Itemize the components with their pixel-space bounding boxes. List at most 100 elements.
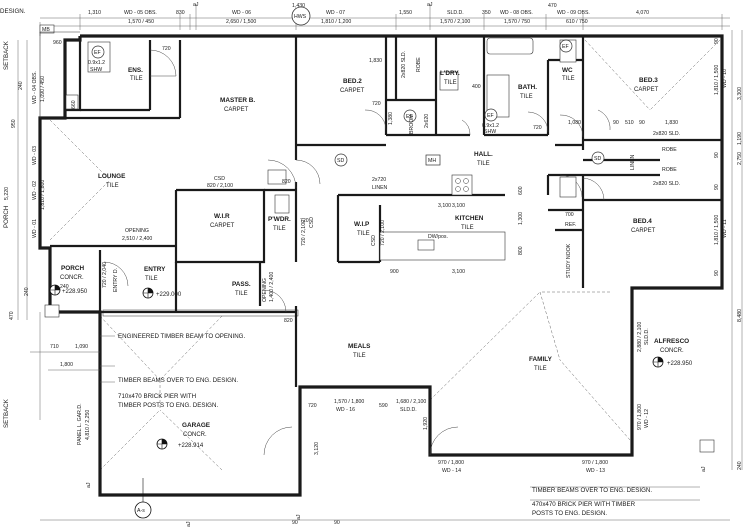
ensuite-vanity bbox=[65, 94, 79, 110]
dim-label: CSD bbox=[371, 235, 377, 246]
dim-label: 830 bbox=[176, 10, 185, 16]
dim-label: 820 bbox=[284, 318, 293, 324]
room-finish: CONCR. bbox=[60, 275, 84, 281]
dim-label: 1,090 bbox=[75, 344, 88, 350]
exhaust-fan-icon bbox=[403, 109, 417, 123]
door-swings bbox=[103, 49, 611, 456]
dim-label: 4,070 bbox=[636, 10, 649, 16]
dim-label: 720 bbox=[308, 403, 317, 409]
section-label: A-s bbox=[137, 508, 145, 514]
window-label: WD - 03 bbox=[32, 146, 38, 165]
note-text: TIMBER BEAMS OVER TO ENG. DESIGN. bbox=[118, 377, 238, 384]
note-text: 710x470 BRICK PIER WITH bbox=[118, 393, 196, 400]
dim-label: 1,430 bbox=[292, 3, 305, 9]
dim-label: REF. bbox=[565, 222, 576, 228]
door-label: SLD.D. bbox=[400, 407, 417, 413]
dim-label: 1,830 bbox=[665, 120, 678, 126]
dim-label: 2,510 / 2,400 bbox=[122, 236, 152, 242]
door-label: SLD.D. bbox=[644, 328, 650, 345]
room-name: WC bbox=[562, 67, 573, 74]
dim-label: 240 bbox=[60, 284, 69, 290]
room-finish: TILE bbox=[106, 183, 119, 189]
dim-label: 660 bbox=[71, 100, 77, 109]
hob-burner bbox=[455, 186, 461, 192]
badge-label: EF bbox=[562, 44, 569, 50]
dim-label: 0.9x1.2 bbox=[88, 60, 105, 66]
dim-label: 90 bbox=[714, 38, 720, 44]
window-label: WD - 12 bbox=[644, 409, 650, 428]
dim-label: 2,650 / 1,500 bbox=[226, 19, 256, 25]
dim-label: 900 bbox=[390, 269, 399, 275]
room-finish: TILE bbox=[562, 76, 575, 82]
porch-dim-label: 5,220 bbox=[4, 187, 10, 200]
dim-label: 800 bbox=[518, 246, 524, 255]
brick-pier-alfresco bbox=[699, 439, 715, 453]
room-name: KITCHEN bbox=[455, 215, 484, 222]
dim-label: ROBE bbox=[416, 57, 422, 72]
dim-label: 8,480 bbox=[737, 309, 743, 322]
dim-label: WD - 09 OBS. bbox=[557, 10, 590, 16]
notes: ENGINEERED TIMBER BEAM TO OPENING. TIMBE… bbox=[30, 312, 700, 517]
room-finish: TILE bbox=[520, 94, 533, 100]
dim-label: ROBE bbox=[662, 147, 677, 153]
dim-label: WD - 06 bbox=[232, 10, 251, 16]
room-finish: TILE bbox=[130, 76, 143, 82]
window-label: WD - 04 OBS. bbox=[32, 71, 38, 104]
room-finish: CARPET bbox=[634, 87, 659, 93]
dim-label: 1,570 / 2,100 bbox=[440, 19, 470, 25]
dim-label: LINEN bbox=[630, 154, 636, 170]
window-label: WD - 11 bbox=[722, 219, 728, 238]
dim-label: BROOM bbox=[409, 114, 415, 134]
exhaust-fan-icon bbox=[484, 108, 498, 122]
exhaust-fan-icon bbox=[91, 45, 105, 59]
room-finish: CONCR. bbox=[660, 348, 684, 354]
room-name: HALL. bbox=[474, 151, 493, 158]
dim-label: CSD bbox=[309, 217, 315, 228]
dim-label: 2,750 bbox=[737, 152, 743, 165]
aj-label: aJ bbox=[427, 2, 433, 8]
room-finish: TILE bbox=[477, 161, 490, 167]
dim-label: 1,380 bbox=[388, 112, 394, 125]
dim-label: SLD.D. bbox=[447, 10, 464, 16]
porch-side-label: PORCH bbox=[3, 206, 10, 228]
note-text: TIMBER BEAMS OVER TO ENG. DESIGN. bbox=[532, 487, 652, 494]
room-finish: CARPET bbox=[340, 88, 365, 94]
hws-badge: HWS bbox=[291, 6, 311, 26]
door-label: 2,880 / 2,100 bbox=[637, 322, 643, 352]
dim-label: 610 / 750 bbox=[566, 19, 588, 25]
dim-label: WD - 05 OBS. bbox=[124, 10, 157, 16]
dim-label: 1,550 bbox=[399, 10, 412, 16]
side-950-label: 950 bbox=[11, 119, 17, 128]
room-name: BED.2 bbox=[343, 78, 362, 85]
badge-label: EF bbox=[487, 113, 494, 119]
bath-tub bbox=[486, 37, 534, 55]
exterior-walls bbox=[38, 31, 724, 497]
hob-burner bbox=[455, 178, 461, 184]
window-label: WD - 14 bbox=[442, 468, 461, 474]
design-edge-label: DESIGN. bbox=[0, 8, 26, 15]
room-finish: CONCR. bbox=[183, 432, 207, 438]
setback-bottom-label: SETBACK bbox=[3, 398, 10, 428]
dim-label: OPENING bbox=[125, 228, 149, 234]
dim-label: 2x720 bbox=[372, 177, 386, 183]
dim-label: 3,100 bbox=[452, 203, 465, 209]
dim-label: 720 / 2,100 bbox=[380, 220, 386, 246]
dim-label: 90 bbox=[714, 184, 720, 190]
fridge-recess bbox=[559, 176, 577, 198]
dim-label: 600 bbox=[518, 186, 524, 195]
dim-label: 2x620 bbox=[424, 114, 430, 128]
room-name: FAMILY bbox=[529, 356, 553, 363]
dim-label: 720 bbox=[300, 218, 309, 224]
dim-label: LINEN bbox=[372, 185, 388, 191]
small-labels: 720 1,830 2x820 SLD. ROBE 0.9x1.2 SHW 40… bbox=[32, 40, 707, 527]
window-label: 970 / 1,800 bbox=[582, 460, 608, 466]
dim-label: 1,570 / 450 bbox=[128, 19, 154, 25]
room-finish: CARPET bbox=[224, 107, 249, 113]
dim-label: 710 bbox=[50, 344, 59, 350]
roof-hip-lines bbox=[49, 39, 721, 471]
dim-label: 1,810 / 1,200 bbox=[321, 19, 351, 25]
smoke-detector-icon bbox=[334, 153, 348, 167]
room-finish: TILE bbox=[235, 291, 248, 297]
dim-label: 720 bbox=[372, 101, 381, 107]
section-marker: A-s bbox=[134, 478, 152, 519]
